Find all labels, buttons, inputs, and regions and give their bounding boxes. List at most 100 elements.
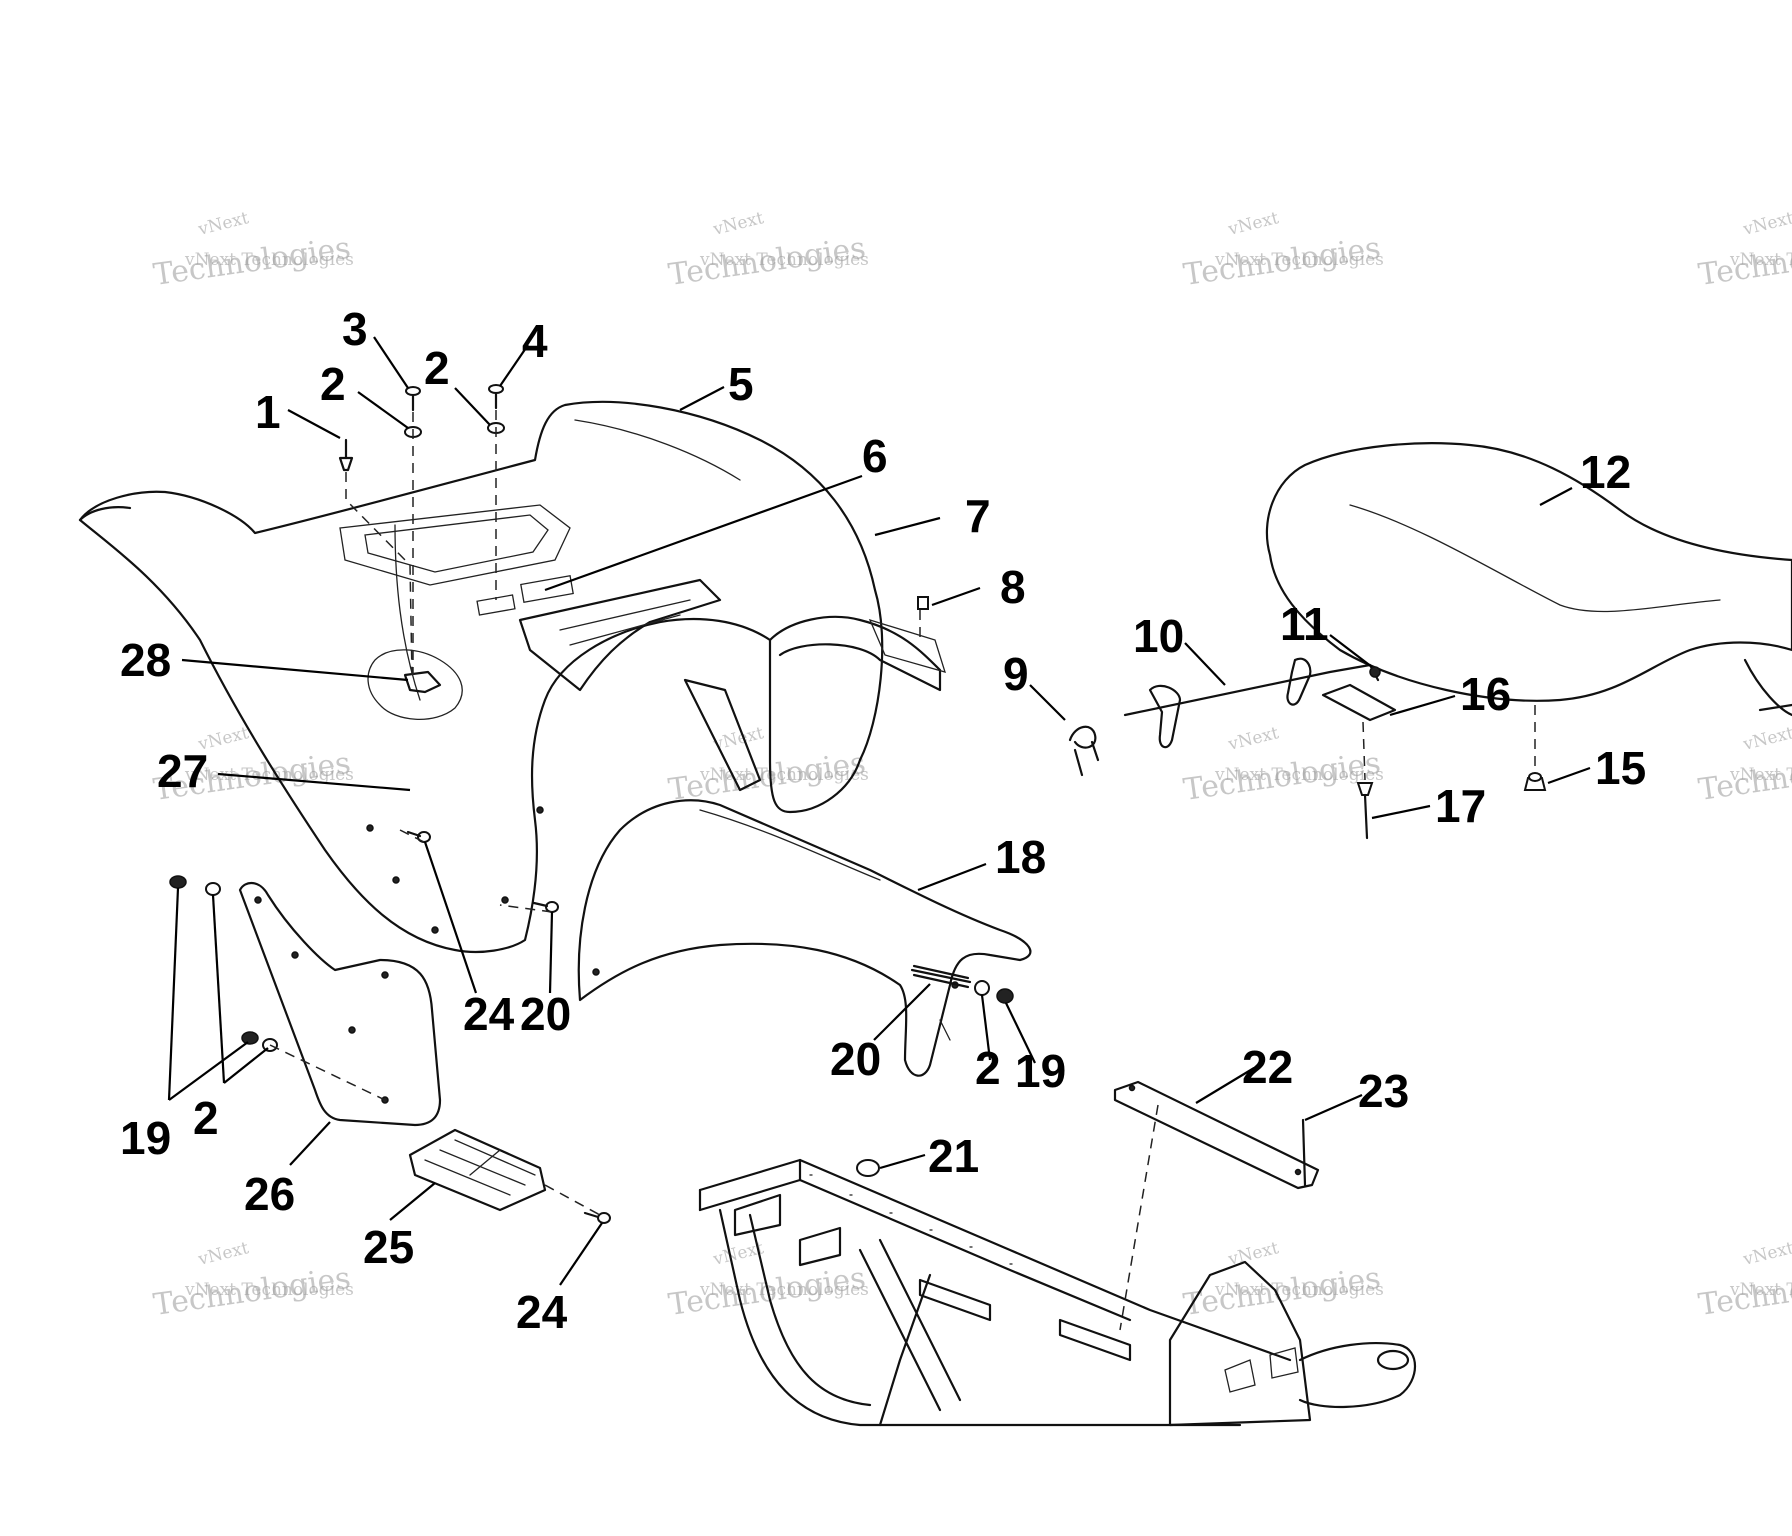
callout-label: 22 (1242, 1041, 1293, 1093)
retainer-clip (403, 670, 442, 694)
rear-fender-decal (520, 575, 574, 603)
rear-fender-left-lip (78, 506, 132, 522)
rear-fender-right-arch (768, 615, 942, 692)
watermark-line3: Technologies (151, 1261, 352, 1323)
stud (910, 964, 972, 989)
watermark-line1: vNext (710, 723, 765, 755)
callout-label: 16 (1460, 668, 1511, 720)
watermark-line1: vNext (710, 208, 765, 240)
watermark-line3: Technologies (1696, 231, 1792, 293)
rear-fender-storage-recess (518, 578, 722, 692)
brace-outline (1113, 1080, 1320, 1190)
latch-rod (1123, 663, 1380, 717)
frame (698, 1158, 1416, 1427)
screw (405, 386, 421, 412)
washer (974, 980, 990, 996)
leader-lines (167, 336, 1591, 1286)
rear-fender-patch (367, 649, 463, 720)
callout-label: 20 (520, 988, 571, 1040)
footrest-outline (408, 1128, 547, 1212)
mud-flap (238, 882, 442, 1127)
nut (169, 875, 187, 889)
mud-flap-outline (238, 882, 442, 1127)
frame-tab (733, 1193, 842, 1267)
callout-label: 2 (193, 1092, 219, 1144)
watermark-line1: vNext (1225, 723, 1280, 755)
rear-fender-deck (339, 504, 571, 586)
watermark: vNext vNext Technologies Technologies (1181, 1238, 1384, 1323)
callout-label: 17 (1435, 780, 1486, 832)
rear-fender-holes (366, 806, 544, 934)
callout-labels: 1 2 3 2 4 5 6 7 8 9 10 11 12 16 15 17 18… (120, 303, 1646, 1338)
watermark: vNext vNext Technologies Technologies (1696, 1238, 1792, 1323)
screw (488, 384, 504, 410)
spring-coil (1068, 725, 1100, 777)
grommet (856, 1159, 880, 1177)
callout-label: 2 (424, 342, 450, 394)
seat (1265, 442, 1792, 717)
bolt (583, 1211, 611, 1224)
frame-rear-plate-cutout (1224, 1347, 1299, 1393)
seat-seam (1349, 504, 1721, 613)
watermark-line2: vNext Technologies (699, 250, 869, 270)
callout-label: 21 (928, 1130, 979, 1182)
callout-label: 27 (157, 745, 208, 797)
seat-latch (1123, 657, 1397, 749)
watermark-line1: vNext (195, 1238, 250, 1270)
callout-label: 19 (1015, 1045, 1066, 1097)
watermark-line1: vNext (1225, 208, 1280, 240)
callout-label: 18 (995, 831, 1046, 883)
watermark-line3: Technologies (1181, 231, 1382, 293)
latch-spring (1068, 725, 1100, 777)
install-lines (269, 410, 1536, 1331)
callout-label: 5 (728, 358, 754, 410)
watermark: vNext vNext Technologies Technologies (666, 208, 869, 293)
watermark: vNext vNext Technologies Technologies (151, 208, 354, 293)
watermark-line2: vNext Technologies (1729, 765, 1792, 785)
watermark-line1: vNext (1740, 208, 1792, 240)
watermark: vNext vNext Technologies Technologies (1181, 208, 1384, 293)
frame-rail-lower-inner (748, 1213, 872, 1407)
watermark-line1: vNext (1740, 1238, 1792, 1270)
seat-outline (1265, 442, 1792, 702)
rear-fender-decal (476, 594, 516, 616)
front-fender (577, 799, 1032, 1077)
push-rivet (338, 438, 354, 472)
latch-plate (1321, 683, 1397, 722)
square-nut (917, 596, 929, 610)
watermark-line2: vNext Technologies (1729, 1280, 1792, 1300)
callout-label: 1 (255, 386, 281, 438)
callout-label: 10 (1133, 610, 1184, 662)
callout-label: 7 (965, 490, 991, 542)
rear-fender-assembly (78, 400, 946, 954)
callout-label: 3 (342, 303, 368, 355)
watermark-line2: vNext Technologies (1214, 1280, 1384, 1300)
watermark-line2: vNext Technologies (184, 1280, 354, 1300)
watermark-line3: Technologies (1696, 1261, 1792, 1323)
latch-hook (1148, 684, 1182, 749)
latch-hook (1286, 657, 1312, 706)
watermark-line3: Technologies (1696, 746, 1792, 808)
callout-label: 24 (463, 988, 515, 1040)
watermark-line2: vNext Technologies (1214, 250, 1384, 270)
frame-bracket (1058, 1318, 1132, 1362)
frame-crossmember (698, 1158, 802, 1212)
frame-bracket (918, 1278, 992, 1322)
callout-label: 24 (516, 1286, 568, 1338)
frame-rear-plate (1168, 1260, 1312, 1427)
callout-label: 20 (830, 1033, 881, 1085)
watermark: vNext vNext Technologies Technologies (1696, 723, 1792, 808)
callout-label: 9 (1003, 648, 1029, 700)
watermark-line2: vNext Technologies (184, 250, 354, 270)
callout-label: 4 (522, 315, 548, 367)
callout-label: 15 (1595, 742, 1646, 794)
watermark: vNext vNext Technologies Technologies (1696, 208, 1792, 293)
callout-label: 26 (244, 1168, 295, 1220)
frame-holes (809, 1174, 1013, 1265)
frame-rail-upper (698, 1158, 1292, 1362)
nut (241, 1031, 259, 1045)
callout-label: 11 (1280, 598, 1329, 650)
rear-fender-seam (394, 524, 421, 701)
front-fender-outline (577, 799, 1032, 1077)
